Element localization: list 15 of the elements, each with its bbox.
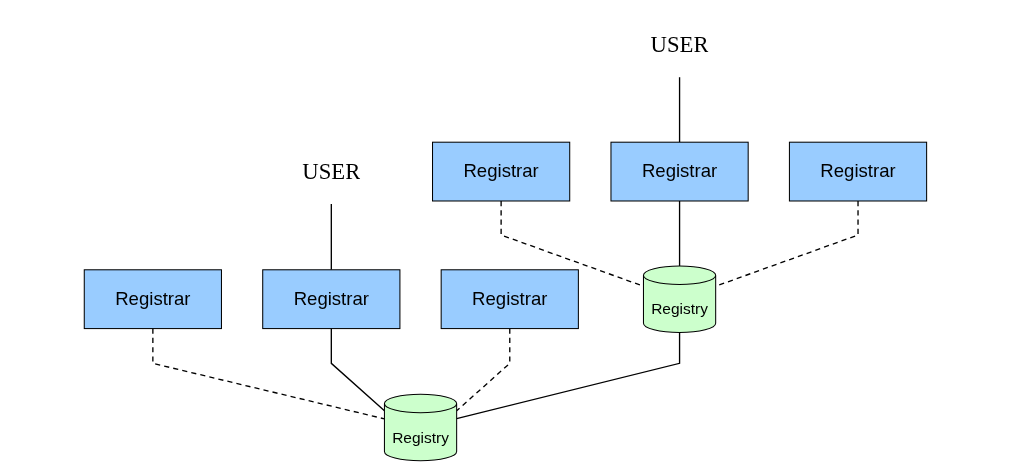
- node-box: Registrar: [83, 268, 223, 329]
- connector: [678, 199, 681, 267]
- connector: [152, 327, 386, 420]
- connector: [456, 327, 511, 411]
- node-text: USER: [302, 158, 361, 184]
- connector: [330, 327, 386, 411]
- node-text: USER: [650, 31, 709, 58]
- node-box: Registrar: [788, 141, 928, 201]
- node-box: Registrar: [440, 268, 579, 329]
- node-box: Registrar: [262, 268, 401, 329]
- node-box: Registrar: [610, 141, 749, 201]
- connector: [456, 331, 681, 419]
- node-box: Registrar: [432, 141, 571, 201]
- connector: [330, 202, 333, 270]
- connector: [678, 76, 681, 143]
